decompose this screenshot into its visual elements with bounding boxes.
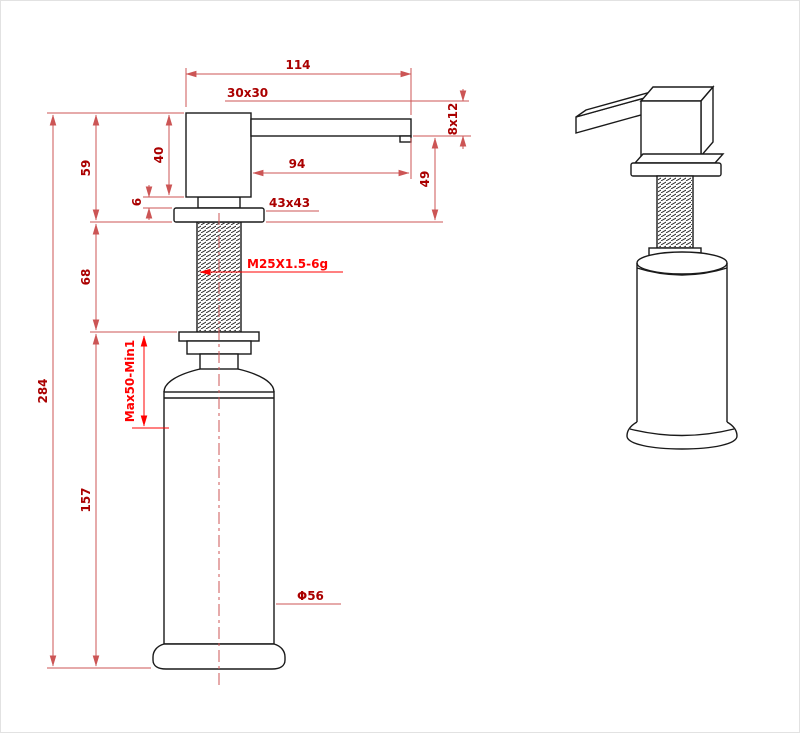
pump-head bbox=[185, 112, 252, 198]
pump-neck bbox=[197, 196, 241, 209]
dim-40-label: 40 bbox=[152, 147, 166, 164]
dim-49-label: 49 bbox=[418, 171, 432, 188]
dim-157-label: 157 bbox=[79, 487, 93, 512]
dim-114-label: 114 bbox=[285, 58, 310, 72]
flange-3d-top bbox=[633, 153, 725, 164]
dim-8x12-label: 8x12 bbox=[446, 103, 460, 136]
dim-284-label: 284 bbox=[36, 378, 50, 403]
dim-94-label: 94 bbox=[289, 157, 306, 171]
pump-head-3d-front bbox=[640, 100, 702, 157]
bottle-base-3d bbox=[626, 421, 738, 450]
dimension-lines bbox=[47, 68, 471, 669]
bottle-shoulder-arc-3d bbox=[636, 267, 728, 276]
adjust-range-label: Max50-Min1 bbox=[123, 340, 137, 422]
dim-59-label: 59 bbox=[79, 160, 93, 177]
flange-3d-front bbox=[630, 162, 722, 177]
dimension-labels: 114 30x30 40 94 59 6 49 8x12 43x43 M25X1… bbox=[36, 58, 460, 603]
perspective-view-object bbox=[575, 85, 738, 450]
dim-30x30-label: 30x30 bbox=[227, 86, 268, 100]
spout-outlet-nozzle bbox=[399, 135, 412, 143]
dim-68-label: 68 bbox=[79, 269, 93, 286]
dim-dia56-label: Φ56 bbox=[297, 589, 324, 603]
bottle-shoulder-left bbox=[163, 368, 201, 393]
dim-43x43-label: 43x43 bbox=[269, 196, 310, 210]
bottle-top-3d bbox=[636, 251, 728, 275]
thread-3d-hatch bbox=[658, 177, 692, 247]
thread-spec-label: M25X1.5-6g bbox=[247, 257, 328, 271]
bottle-shoulder-right bbox=[237, 368, 275, 393]
bottle-base-arc-3d bbox=[629, 428, 735, 437]
spout bbox=[250, 118, 412, 137]
dim-6-label: 6 bbox=[130, 198, 144, 206]
